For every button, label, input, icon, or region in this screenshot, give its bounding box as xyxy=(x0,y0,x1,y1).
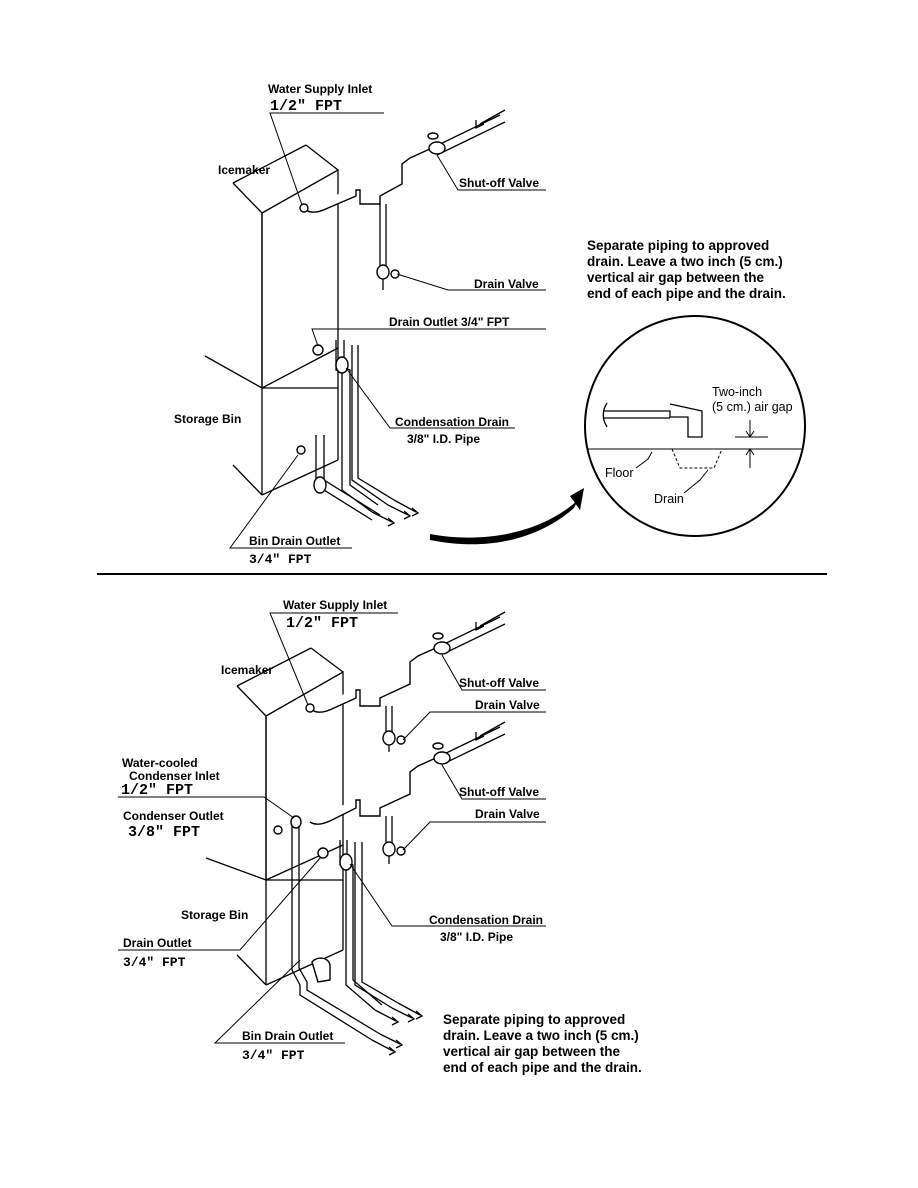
bottom-bin-drain-outlet-label: Bin Drain Outlet xyxy=(242,1029,333,1043)
detail-circle xyxy=(584,315,806,537)
bottom-drain-pipes xyxy=(273,815,424,1056)
top-water-inlet-fitting xyxy=(299,203,309,213)
top-water-supply-pipe xyxy=(299,109,506,290)
bottom-storage-bin-label: Storage Bin xyxy=(181,908,248,922)
bottom-drain-valve-1-label: Drain Valve xyxy=(475,698,540,712)
bottom-water-supply-size-label: 1/2" FPT xyxy=(286,615,358,632)
bottom-note: Separate piping to approved drain. Leave… xyxy=(443,1012,642,1075)
detail-pipe xyxy=(603,403,703,438)
bottom-diagram: Water Supply Inlet 1/2" FPT Icemaker Shu… xyxy=(118,598,642,1075)
top-drain-valve-body xyxy=(376,264,390,280)
bottom-icemaker-cabinet xyxy=(205,647,344,986)
bottom-condensation-drain-label: Condensation Drain xyxy=(429,913,543,927)
detail-drain-label: Drain xyxy=(654,492,684,506)
bottom-drain-outlet-size-label: 3/4" FPT xyxy=(123,955,186,970)
top-water-supply-size-label: 1/2" FPT xyxy=(270,98,342,115)
bottom-note-line-4: end of each pipe and the drain. xyxy=(443,1060,642,1075)
bottom-drain-outlet-label: Drain Outlet xyxy=(123,936,192,950)
top-diagram: Water Supply Inlet 1/2" FPT Icemaker Shu… xyxy=(174,82,806,567)
top-drain-arrow-3 xyxy=(393,499,417,513)
bottom-note-line-1: Separate piping to approved xyxy=(443,1012,625,1027)
top-drain-arrow-1 xyxy=(371,511,393,523)
top-note-line-1: Separate piping to approved xyxy=(587,238,769,253)
detail-two-inch-label: Two-inch xyxy=(712,385,762,399)
top-bin-drain-elbow xyxy=(313,476,327,494)
top-icemaker-label: Icemaker xyxy=(218,163,270,177)
top-drain-valve-handle xyxy=(390,269,400,279)
bottom-condenser-inlet-size-label: 1/2" FPT xyxy=(121,782,193,799)
top-drain-arrow-2 xyxy=(387,504,409,516)
top-bin-drain-size-label: 3/4" FPT xyxy=(249,552,312,567)
top-note: Separate piping to approved drain. Leave… xyxy=(587,238,786,301)
bottom-note-line-2: drain. Leave a two inch (5 cm.) xyxy=(443,1028,639,1043)
bottom-condensation-pipe-label: 3/8" I.D. Pipe xyxy=(440,930,513,944)
bottom-icemaker-label: Icemaker xyxy=(221,663,273,677)
bottom-drain-valve-2-label: Drain Valve xyxy=(475,807,540,821)
bottom-water-supply-inlet-label: Water Supply Inlet xyxy=(283,598,387,612)
detail-drain xyxy=(671,448,723,469)
bottom-shutoff-valve-2-label: Shut-off Valve xyxy=(459,785,539,799)
bottom-water-cooled-label: Water-cooled xyxy=(122,756,198,770)
bottom-bin-drain-size-label: 3/4" FPT xyxy=(242,1048,305,1063)
top-leader-lines xyxy=(229,112,546,549)
top-shutoff-valve-label: Shut-off Valve xyxy=(459,176,539,190)
top-shutoff-valve-body xyxy=(428,141,446,155)
top-shutoff-valve-handle xyxy=(427,132,439,140)
top-drain-outlet-label: Drain Outlet 3/4" FPT xyxy=(389,315,510,329)
bottom-condenser-inlet-label: Condenser Inlet xyxy=(129,769,220,783)
top-bin-drain-outlet-label: Bin Drain Outlet xyxy=(249,534,340,548)
bottom-leader-lines xyxy=(118,612,546,1044)
top-icemaker-cabinet xyxy=(204,144,339,496)
bottom-shutoff-valve-1-label: Shut-off Valve xyxy=(459,676,539,690)
top-condensation-pipe-label: 3/8" I.D. Pipe xyxy=(407,432,480,446)
top-water-supply-inlet-label: Water Supply Inlet xyxy=(268,82,372,96)
bottom-condenser-outlet-label: Condenser Outlet xyxy=(123,809,224,823)
bottom-note-line-3: vertical air gap between the xyxy=(443,1044,621,1059)
top-storage-bin-label: Storage Bin xyxy=(174,412,241,426)
bottom-water-supply-pipe xyxy=(305,611,506,752)
top-drain-pipes xyxy=(296,340,420,527)
bottom-condenser-supply-pipe xyxy=(309,721,506,864)
top-note-line-4: end of each pipe and the drain. xyxy=(587,286,786,301)
top-drain-outlet-fitting xyxy=(312,344,324,356)
top-air-gap-detail: Two-inch (5 cm.) air gap Floor Drain xyxy=(584,315,806,537)
detail-floor-label: Floor xyxy=(605,466,633,480)
top-condensation-drain-label: Condensation Drain xyxy=(395,415,509,429)
top-note-line-3: vertical air gap between the xyxy=(587,270,765,285)
top-drain-valve-label: Drain Valve xyxy=(474,277,539,291)
top-note-line-2: drain. Leave a two inch (5 cm.) xyxy=(587,254,783,269)
bottom-condenser-outlet-size-label: 3/8" FPT xyxy=(128,824,200,841)
top-supply-arrow xyxy=(479,109,506,125)
top-bin-drain-fitting xyxy=(296,445,306,455)
detail-air-gap-label: (5 cm.) air gap xyxy=(712,400,793,414)
top-detail-pointer-arrow xyxy=(430,488,584,545)
